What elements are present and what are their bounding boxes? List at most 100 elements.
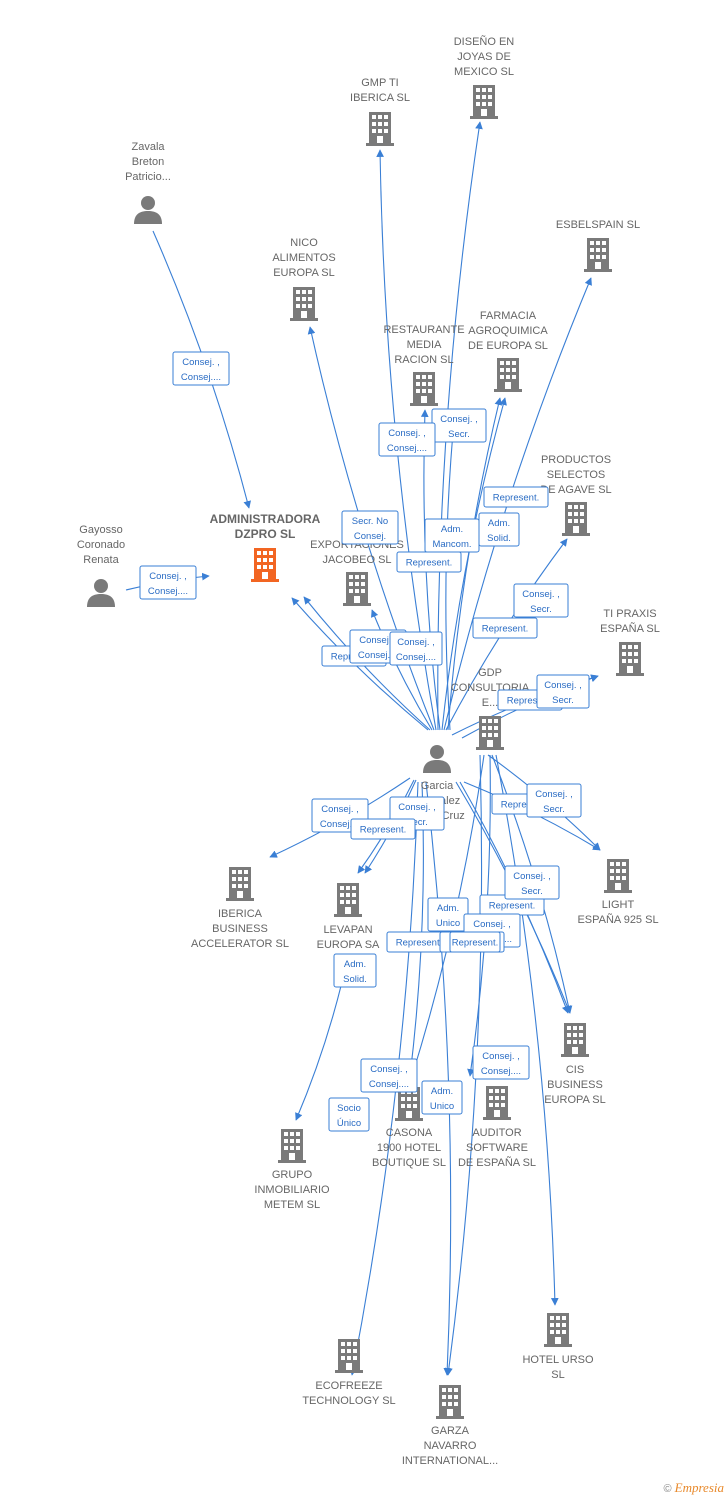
relation-text: Consej....	[369, 1079, 409, 1090]
node-label: MEDIA	[407, 339, 443, 351]
relation-label[interactable]: Consej. ,Consej....	[139, 565, 197, 600]
building-icon	[562, 502, 590, 536]
node-levapan[interactable]: LEVAPAN EUROPA SA	[317, 883, 380, 951]
relation-text: Consej. ,	[370, 1064, 408, 1075]
person-icon	[423, 745, 451, 773]
node-label: CIS	[566, 1064, 584, 1076]
relation-label[interactable]: Consej. ,Secr.	[431, 408, 487, 443]
node-garza[interactable]: GARZANAVARROINTERNATIONAL...	[402, 1385, 498, 1467]
node-grupo[interactable]: GRUPO INMOBILIARIO METEM SL	[254, 1129, 330, 1211]
relation-text: Mancom.	[432, 539, 471, 550]
node-label: Garcia	[421, 780, 454, 792]
relation-label[interactable]: Represent.	[472, 617, 538, 639]
node-label: IBERICA SL	[350, 92, 410, 104]
relation-label[interactable]: Adm.Solid.	[478, 512, 520, 547]
relation-text: Consej....	[387, 443, 427, 454]
relation-box	[172, 351, 230, 386]
node-label: EUROPA SA	[317, 939, 380, 951]
node-label: DE EUROPA SL	[468, 340, 548, 352]
relation-box	[483, 486, 549, 508]
relation-label[interactable]: Consej. ,Secr.	[504, 865, 560, 900]
relation-text: Secr.	[552, 695, 574, 706]
node-esbelspain[interactable]: ESBELSPAIN SL	[556, 219, 640, 272]
building-icon	[334, 883, 362, 917]
node-label: DZPRO SL	[235, 527, 296, 541]
relation-box	[328, 1097, 370, 1132]
relation-text: Unico	[430, 1101, 454, 1112]
node-label: 1900 HOTEL	[377, 1142, 441, 1154]
node-label: Renata	[83, 554, 119, 566]
relation-text: Consej....	[481, 1066, 521, 1077]
node-label: ECOFREEZE	[315, 1380, 382, 1392]
relation-label[interactable]: Consej. , Secr.	[536, 674, 590, 709]
node-label: JACOBEO SL	[322, 554, 391, 566]
relation-label[interactable]: Consej. ,Consej....	[172, 351, 230, 386]
node-label: INMOBILIARIO	[254, 1184, 330, 1196]
building-icon	[616, 642, 644, 676]
relation-label[interactable]: Represent.	[483, 486, 549, 508]
node-label: EUROPA SL	[544, 1094, 606, 1106]
building-icon	[343, 572, 371, 606]
node-label: DE AGAVE SL	[540, 484, 611, 496]
relation-label[interactable]: Consej. ,Consej....	[472, 1045, 530, 1080]
relation-label[interactable]: Consej. ,Secr.	[513, 583, 569, 618]
node-label: TECHNOLOGY SL	[302, 1395, 395, 1407]
node-label: GRUPO	[272, 1169, 313, 1181]
node-label: BUSINESS	[212, 923, 268, 935]
node-zavala[interactable]: ZavalaBretonPatricio...	[125, 141, 171, 224]
relation-box	[536, 674, 590, 709]
relation-box	[472, 617, 538, 639]
relation-text: Consej. ,	[544, 680, 582, 691]
relation-label[interactable]: Consej. ,Secr.	[526, 783, 582, 818]
relation-label[interactable]: Adm.Unico	[427, 897, 469, 932]
relation-label[interactable]: Adm.Mancom.	[424, 518, 480, 553]
building-icon	[290, 287, 318, 321]
edge-arrow	[495, 754, 559, 1306]
relation-label[interactable]: Represent.	[396, 551, 462, 573]
relation-label[interactable]: Consej. ,Consej....	[389, 631, 443, 666]
node-ecofreeze[interactable]: ECOFREEZE TECHNOLOGY SL	[302, 1339, 396, 1407]
copyright-symbol: ©	[663, 1483, 672, 1495]
relation-text: Socio	[337, 1103, 361, 1114]
relation-label[interactable]: Adm.Solid.	[333, 953, 377, 988]
node-label: ACCELERATOR SL	[191, 938, 289, 950]
node-label: HOTEL URSO	[522, 1354, 594, 1366]
building-icon	[604, 859, 632, 893]
relation-text: Represent.	[452, 938, 498, 949]
relation-text: Represent.	[482, 624, 528, 635]
node-label: PRODUCTOS	[541, 454, 611, 466]
node-label: METEM SL	[264, 1199, 320, 1211]
relation-text: Secr.	[543, 804, 565, 815]
relation-label[interactable]: Represent.	[449, 931, 501, 953]
relation-text: Consej....	[320, 819, 360, 830]
node-label: TI PRAXIS	[603, 608, 656, 620]
empresia-logo[interactable]: Empresia	[674, 1480, 724, 1495]
relation-label[interactable]: Adm.Unico	[421, 1080, 463, 1115]
relation-label[interactable]: Represent.	[350, 818, 416, 840]
relation-text: Consej.	[354, 531, 386, 542]
node-label: INTERNATIONAL...	[402, 1455, 498, 1467]
relation-label[interactable]: Consej. ,Consej....	[378, 422, 436, 457]
relation-label[interactable]: Consej. , Consej....	[360, 1058, 418, 1093]
relation-text: Represent.	[501, 800, 547, 811]
node-label: LEVAPAN	[323, 924, 372, 936]
node-label: ESBELSPAIN SL	[556, 219, 640, 231]
